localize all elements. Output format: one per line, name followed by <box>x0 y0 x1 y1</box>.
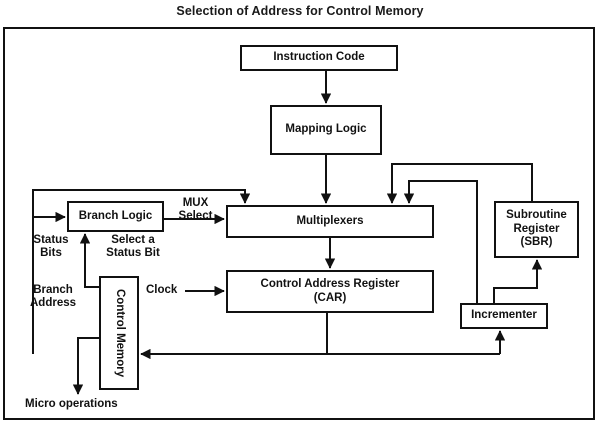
label-status-bits: Status Bits <box>33 234 69 259</box>
node-branch-logic-label: Branch Logic <box>78 209 153 222</box>
node-control-address-register-label: Control Address Register (CAR) <box>260 277 400 304</box>
node-subroutine-register[interactable]: Subroutine Register (SBR) <box>494 201 579 258</box>
node-instruction-code-label: Instruction Code <box>273 51 365 64</box>
node-mapping-logic-label: Mapping Logic <box>285 123 367 136</box>
node-branch-logic[interactable]: Branch Logic <box>67 201 164 232</box>
label-clock: Clock <box>146 284 178 296</box>
node-incrementer-label: Incrementer <box>471 309 537 322</box>
label-branch-address: Branch Address <box>29 284 77 309</box>
node-instruction-code[interactable]: Instruction Code <box>240 45 398 71</box>
node-multiplexers-label: Multiplexers <box>296 214 364 227</box>
node-mapping-logic[interactable]: Mapping Logic <box>270 105 382 155</box>
node-incrementer[interactable]: Incrementer <box>460 303 548 329</box>
node-multiplexers[interactable]: Multiplexers <box>226 205 434 238</box>
label-micro-operations: Micro operations <box>25 398 118 410</box>
node-control-address-register[interactable]: Control Address Register (CAR) <box>226 270 434 313</box>
diagram-title: Selection of Address for Control Memory <box>176 4 424 18</box>
label-select-a-status-bit: Select a Status Bit <box>106 234 160 259</box>
label-mux-select: MUX Select <box>178 197 213 222</box>
node-control-memory[interactable]: Control Memory <box>99 276 139 390</box>
node-subroutine-register-label: Subroutine Register (SBR) <box>506 209 567 249</box>
node-control-memory-label: Control Memory <box>113 288 126 378</box>
